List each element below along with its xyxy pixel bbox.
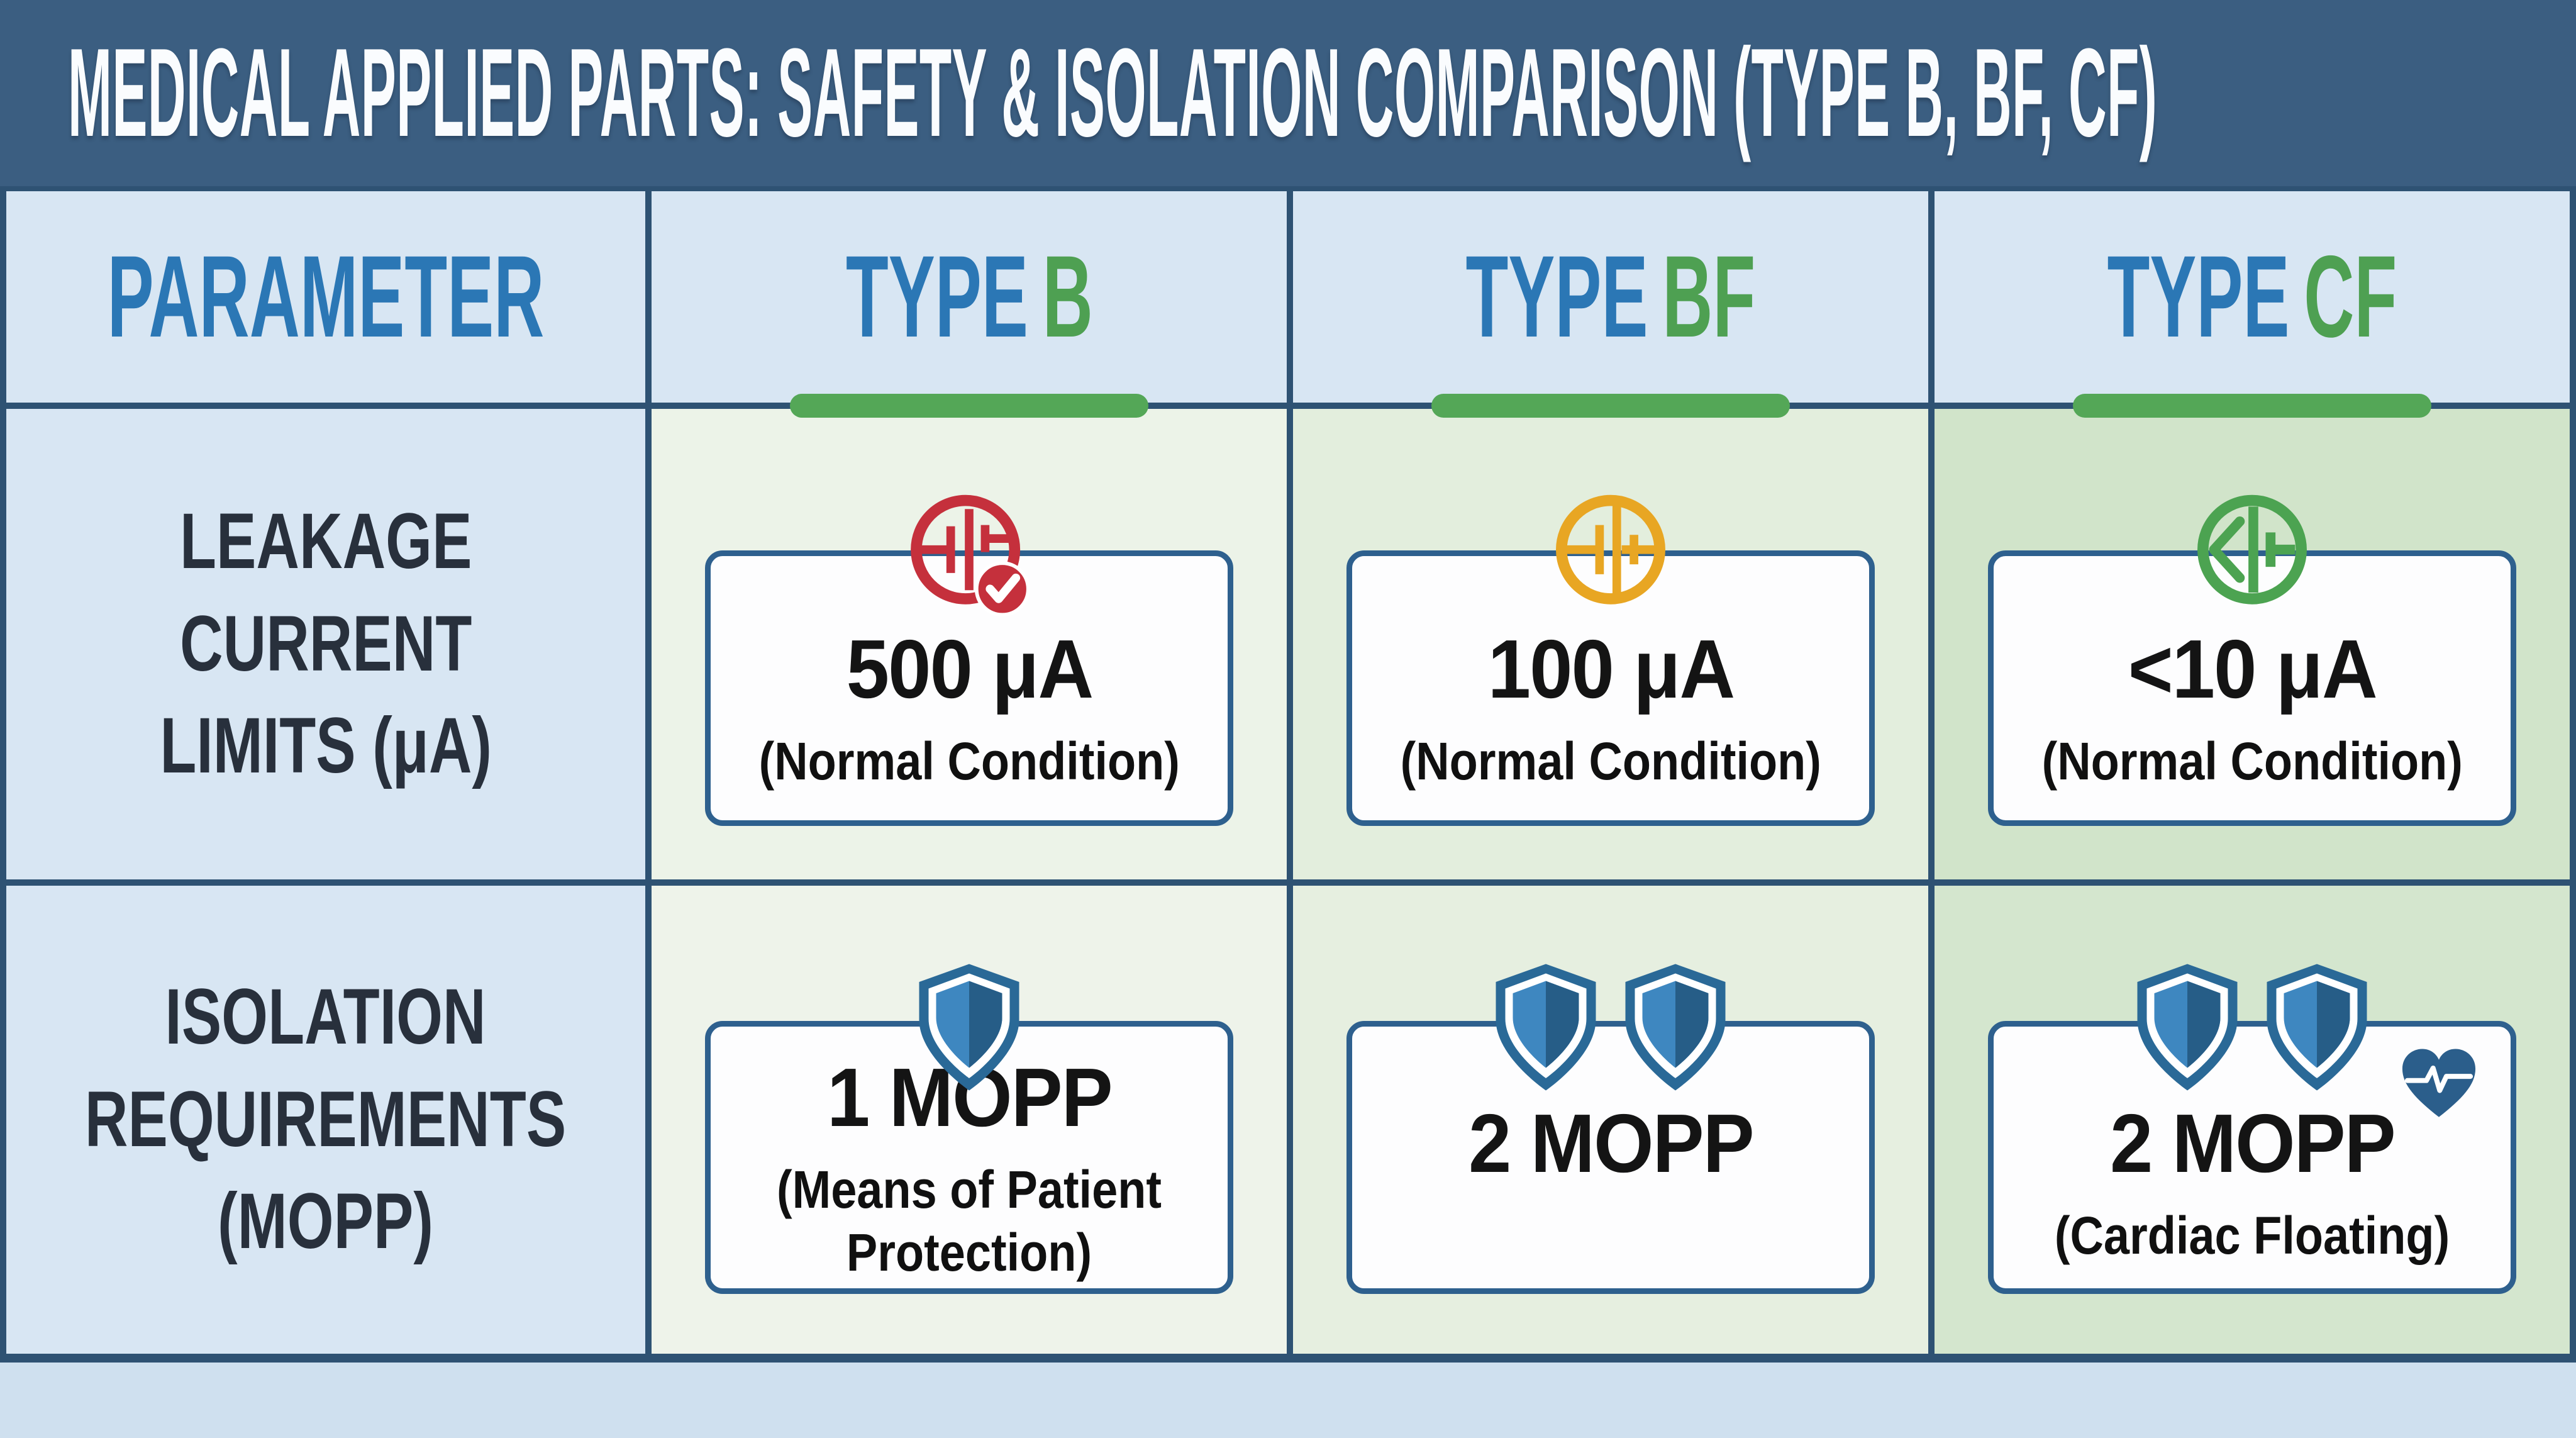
row-label-isolation: ISOLATION REQUIREMENTS (MOPP) bbox=[6, 886, 645, 1354]
leakage-value: 100 μA bbox=[1487, 622, 1735, 715]
type-bf-underline bbox=[1431, 394, 1790, 418]
type-cf-underline bbox=[2073, 394, 2431, 418]
isolation-note: (Cardiac Floating) bbox=[2054, 1206, 2450, 1265]
shield-icons bbox=[1489, 961, 1732, 1094]
cell-isolation-type-bf: 2 MOPP bbox=[1293, 886, 1928, 1354]
cell-isolation-type-cf: 2 MOPP (Cardiac Floating) bbox=[1935, 886, 2570, 1354]
leakage-value: 500 μA bbox=[846, 622, 1093, 715]
isolation-note: (Means of Patient Protection) bbox=[777, 1160, 1162, 1282]
isolation-card-type-b: 1 MOPP (Means of Patient Protection) bbox=[705, 964, 1233, 1294]
isolation-card-type-bf: 2 MOPP bbox=[1346, 964, 1875, 1294]
parameter-header-label: PARAMETER bbox=[107, 232, 545, 362]
row-label-text: ISOLATION REQUIREMENTS (MOPP) bbox=[85, 973, 567, 1266]
column-header-parameter: PARAMETER bbox=[6, 191, 645, 403]
capacitor-arrow-green-icon bbox=[2185, 488, 2320, 623]
row-label-leakage-current: LEAKAGE CURRENT LIMITS (μA) bbox=[6, 409, 645, 879]
leakage-card-type-b: 500 μA (Normal Condition) bbox=[705, 494, 1233, 826]
isolation-card-type-cf: 2 MOPP (Cardiac Floating) bbox=[1988, 964, 2516, 1294]
leakage-card-type-bf: 100 μA (Normal Condition) bbox=[1346, 494, 1875, 826]
shield-icons bbox=[2131, 961, 2373, 1094]
leakage-note: (Normal Condition) bbox=[1400, 731, 1821, 791]
shield-icon bbox=[913, 961, 1026, 1094]
isolation-value: 2 MOPP bbox=[1468, 1097, 1755, 1190]
heart-ecg-icon bbox=[2397, 1045, 2480, 1122]
leakage-value: <10 μA bbox=[2128, 622, 2378, 715]
leakage-note: (Normal Condition) bbox=[2041, 731, 2463, 791]
cell-isolation-type-b: 1 MOPP (Means of Patient Protection) bbox=[652, 886, 1287, 1354]
cell-leakage-type-b: 500 μA (Normal Condition) bbox=[652, 409, 1287, 879]
footer-strip bbox=[0, 1363, 2576, 1438]
cell-leakage-type-cf: <10 μA (Normal Condition) bbox=[1935, 409, 2570, 879]
page-title: MEDICAL APPLIED PARTS: SAFETY & ISOLATIO… bbox=[68, 23, 2158, 163]
isolation-value: 2 MOPP bbox=[2109, 1097, 2396, 1190]
cell-leakage-type-bf: 100 μA (Normal Condition) bbox=[1293, 409, 1928, 879]
leakage-card-type-cf: <10 μA (Normal Condition) bbox=[1988, 494, 2516, 826]
leakage-note: (Normal Condition) bbox=[758, 731, 1180, 791]
capacitor-check-red-icon bbox=[902, 488, 1037, 623]
capacitor-amber-icon bbox=[1543, 488, 1679, 623]
row-label-text: LEAKAGE CURRENT LIMITS (μA) bbox=[160, 498, 492, 790]
title-bar: MEDICAL APPLIED PARTS: SAFETY & ISOLATIO… bbox=[0, 0, 2576, 186]
type-b-underline bbox=[790, 394, 1148, 418]
